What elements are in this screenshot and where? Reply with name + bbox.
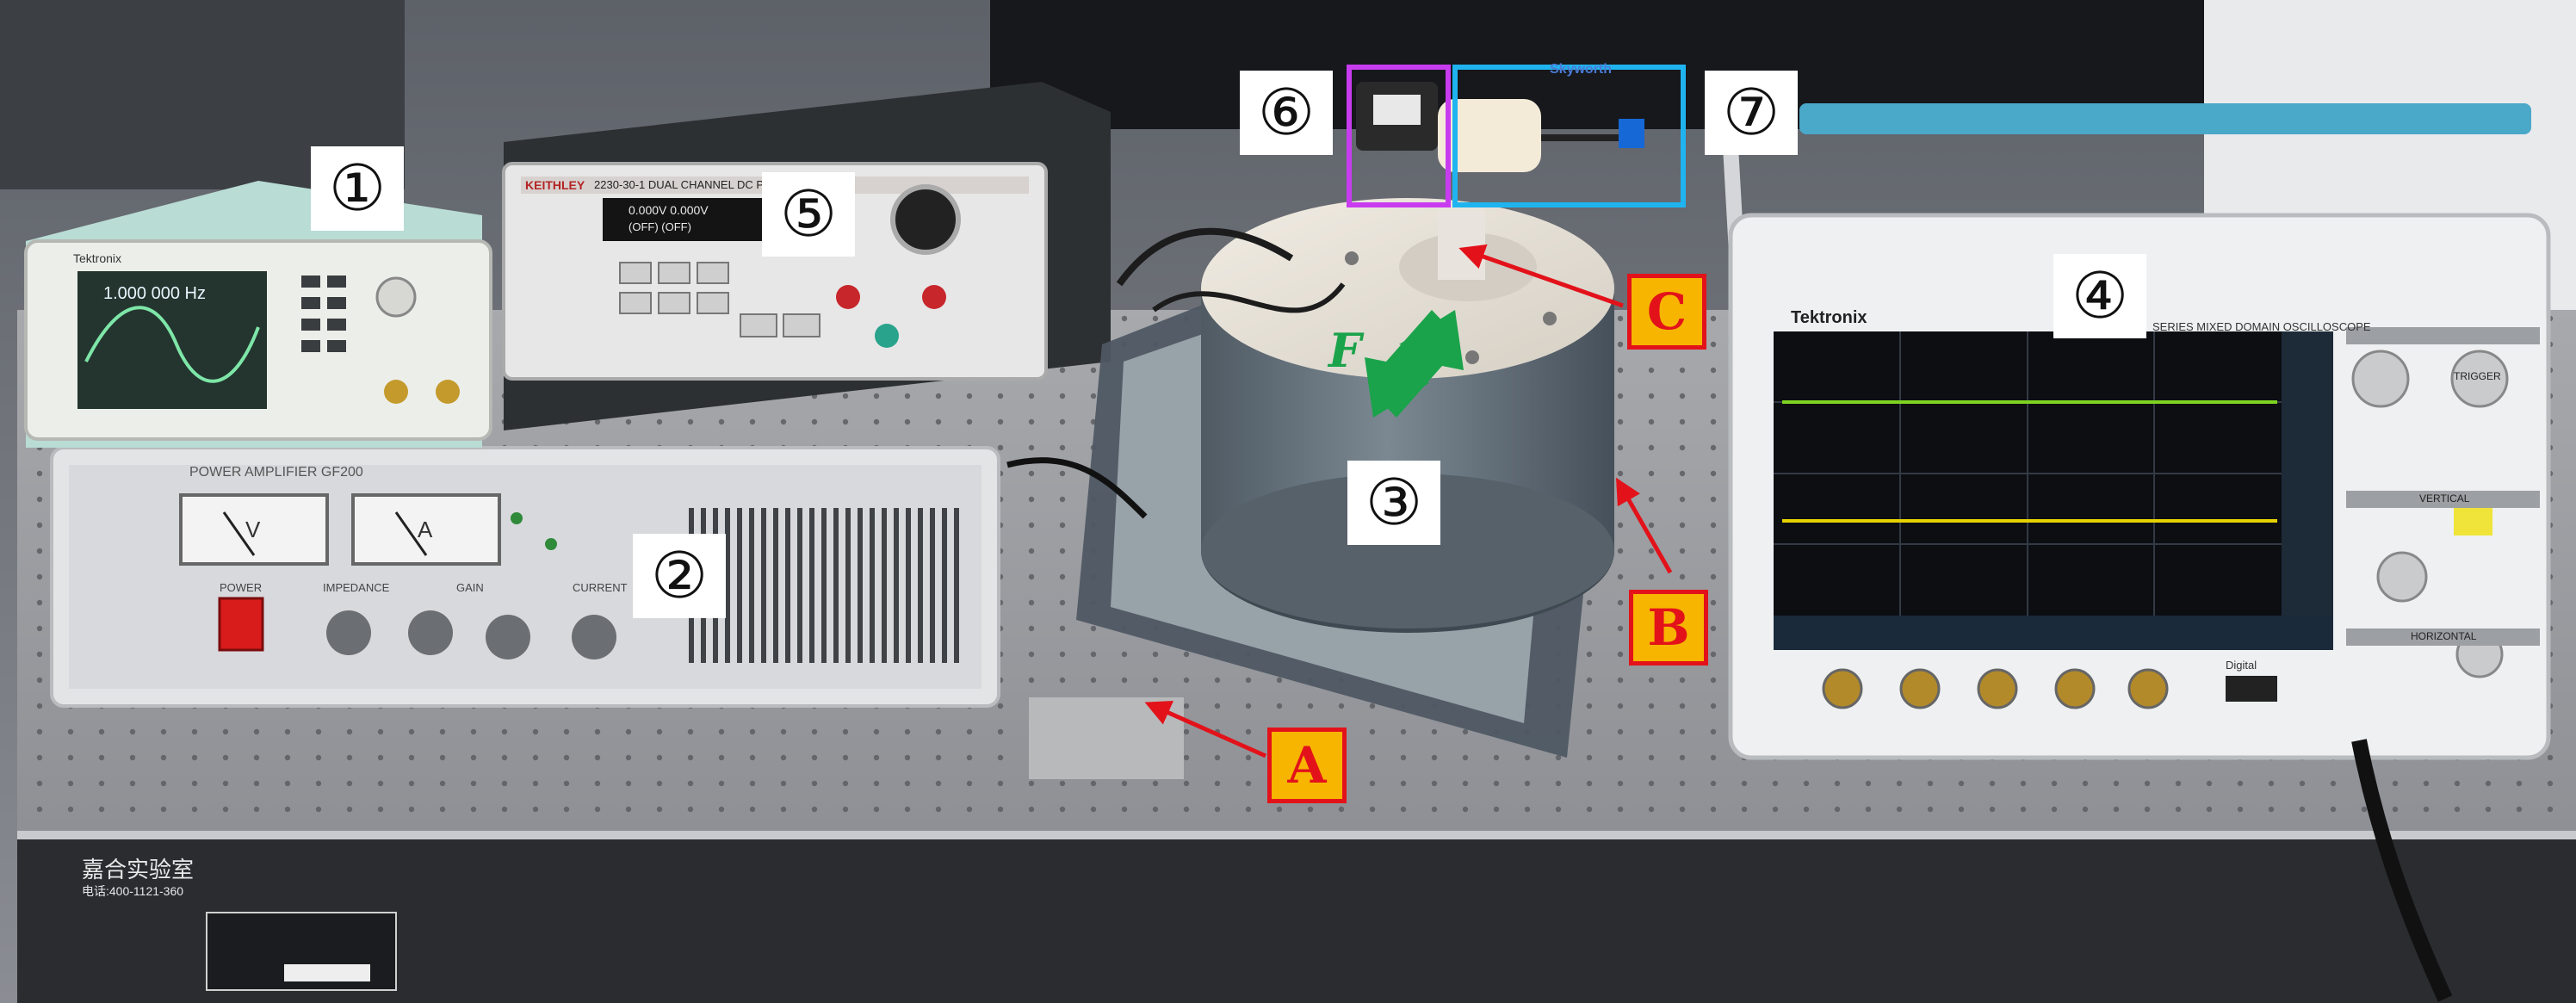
label-7-sensor: ⑦ — [1705, 71, 1798, 155]
arrow-a — [1144, 701, 1267, 758]
amplifier-meter-a: A — [418, 517, 433, 542]
vibration-shaker — [1029, 198, 1614, 779]
lab-sign: 嘉合实验室 — [82, 857, 195, 882]
callout-a: A — [1267, 727, 1347, 803]
function-generator-brand: Tektronix — [73, 251, 122, 265]
force-arrow — [1365, 310, 1464, 418]
lab-phone: 电话:400-1121-360 — [82, 884, 184, 898]
function-generator-frequency: 1.000 000 Hz — [103, 284, 206, 303]
force-label: F — [1328, 323, 1362, 378]
label-5-power-supply: ⑤ — [762, 172, 855, 257]
callout-b: B — [1629, 590, 1708, 666]
label-4-oscilloscope: ④ — [2053, 254, 2146, 338]
function-generator — [24, 181, 492, 448]
power-supply-readout: 0.000V 0.000V — [629, 203, 709, 217]
label-1-function-generator: ① — [311, 146, 404, 231]
power-supply-status: (OFF) (OFF) — [629, 220, 691, 233]
sensor-brand: Skyworth — [1550, 62, 1613, 77]
amplifier-current-label: CURRENT — [573, 581, 628, 594]
callout-c: C — [1627, 274, 1706, 350]
oscilloscope — [1728, 213, 2551, 760]
highlight-box-6 — [1347, 65, 1451, 207]
oscilloscope-series: SERIES MIXED DOMAIN OSCILLOSCOPE — [2152, 320, 2371, 333]
amplifier-impedance-label: IMPEDANCE — [323, 581, 390, 594]
power-amplifier — [50, 446, 1000, 708]
oscilloscope-horizontal: HORIZONTAL — [2411, 630, 2477, 642]
amplifier-title: POWER AMPLIFIER GF200 — [189, 465, 363, 480]
amplifier-meter-v: V — [245, 517, 261, 542]
oscilloscope-brand: Tektronix — [1791, 308, 1867, 327]
amplifier-power-label: POWER — [220, 581, 263, 594]
label-3-shaker: ③ — [1347, 461, 1440, 545]
label-2-power-amplifier: ② — [633, 534, 726, 618]
oscilloscope-trigger: TRIGGER — [2454, 370, 2501, 382]
oscilloscope-digital: Digital — [2226, 659, 2257, 672]
oscilloscope-vertical: VERTICAL — [2419, 492, 2470, 505]
sensor-rod — [1799, 103, 2531, 134]
amplifier-gain-label: GAIN — [456, 581, 484, 594]
arrow-b — [1616, 477, 1673, 574]
power-supply-brand: KEITHLEY — [525, 178, 585, 192]
arrow-c — [1458, 244, 1624, 308]
label-6-motor: ⑥ — [1240, 71, 1333, 155]
highlight-box-7 — [1452, 65, 1686, 207]
